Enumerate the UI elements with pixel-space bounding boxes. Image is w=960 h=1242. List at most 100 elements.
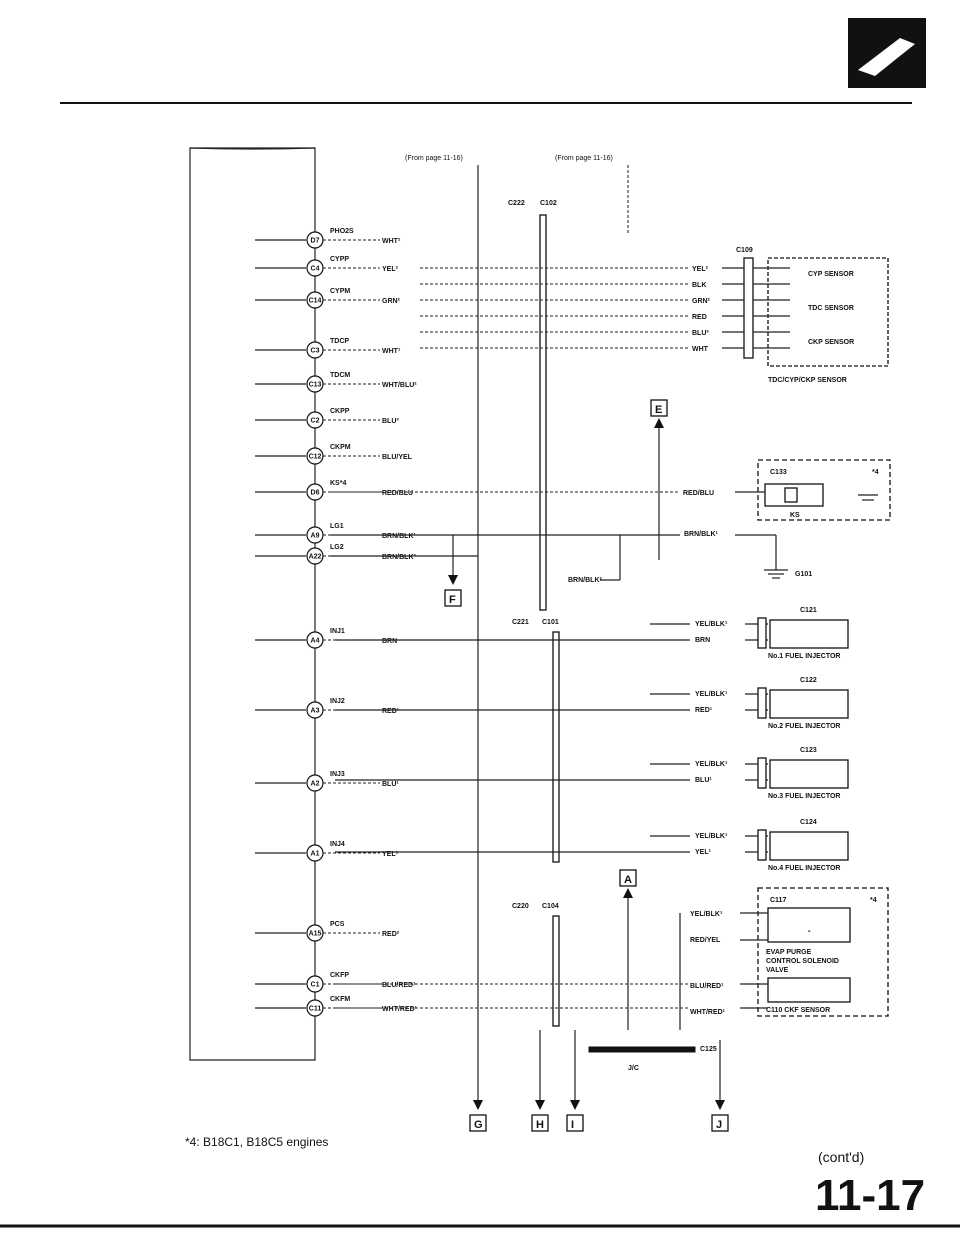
c220-label: C220 — [512, 903, 529, 910]
svg-text:I: I — [571, 1119, 574, 1131]
svg-text:No.3 FUEL INJECTOR: No.3 FUEL INJECTOR — [768, 793, 840, 800]
ks-label: KS — [790, 512, 800, 519]
svg-text:PCS: PCS — [330, 921, 345, 928]
tdc-wire-label: WHT — [692, 346, 709, 353]
page-ref-j: J — [711, 1100, 729, 1132]
svg-text:RED/BLU: RED/BLU — [382, 490, 413, 497]
contd: (cont'd) — [818, 1149, 864, 1165]
svg-text:H: H — [536, 1119, 544, 1131]
svg-text:E: E — [655, 404, 662, 416]
svg-text:YEL/BLK¹: YEL/BLK¹ — [695, 691, 728, 698]
svg-text:YEL/BLK¹: YEL/BLK¹ — [695, 833, 728, 840]
page-ref-f — [444, 589, 462, 607]
ecm-terminal-c3: C3 TDCP WHT¹ — [255, 338, 401, 359]
svg-text:J: J — [716, 1119, 722, 1131]
jc-label: J/C — [628, 1065, 639, 1072]
evap-label-2: CONTROL SOLENOID — [766, 958, 839, 965]
svg-text:CKFP: CKFP — [330, 972, 349, 979]
tdc-sensor-title: TDC/CYP/CKP SENSOR — [768, 377, 847, 384]
svg-text:A15: A15 — [309, 931, 322, 938]
ks-wire: RED/BLU — [683, 490, 714, 497]
c221-label: C221 — [512, 619, 529, 626]
ks-ground-wire: BRN/BLK¹ — [684, 531, 718, 538]
svg-text:YEL¹: YEL¹ — [695, 849, 712, 856]
c133-label: C133 — [770, 469, 787, 476]
svg-text:CKPM: CKPM — [330, 444, 351, 451]
svg-text:C14: C14 — [309, 298, 322, 305]
svg-text:CKFM: CKFM — [330, 996, 350, 1003]
svg-text:YEL/BLK¹: YEL/BLK¹ — [695, 761, 728, 768]
svg-text:BRN: BRN — [695, 637, 710, 644]
svg-text:C4: C4 — [311, 266, 320, 273]
svg-text:No.4 FUEL INJECTOR: No.4 FUEL INJECTOR — [768, 865, 840, 872]
cyp-sensor-label: CYP SENSOR — [808, 271, 854, 278]
svg-text:BLU/RED¹: BLU/RED¹ — [382, 982, 416, 989]
svg-text:WHT/RED¹: WHT/RED¹ — [382, 1006, 418, 1013]
svg-text:A3: A3 — [311, 708, 320, 715]
svg-text:No.1 FUEL INJECTOR: No.1 FUEL INJECTOR — [768, 653, 840, 660]
svg-text:No.2 FUEL INJECTOR: No.2 FUEL INJECTOR — [768, 723, 840, 730]
svg-text:BRN/BLK²: BRN/BLK² — [382, 554, 416, 561]
page-ref-i: I — [566, 1100, 584, 1132]
svg-text:PHO2S: PHO2S — [330, 228, 354, 235]
svg-text:C123: C123 — [800, 747, 817, 754]
tdc-wire-label: GRN² — [692, 298, 711, 305]
svg-text:C124: C124 — [800, 819, 817, 826]
evap-note: *4 — [870, 897, 877, 904]
c102-label: C102 — [540, 200, 557, 207]
svg-text:KS*4: KS*4 — [330, 480, 346, 487]
ckf-wire-bot: WHT/RED¹ — [690, 1009, 726, 1016]
svg-text:BLU/YEL: BLU/YEL — [382, 454, 413, 461]
svg-text:CYPM: CYPM — [330, 288, 350, 295]
c117-label: C117 — [770, 897, 786, 904]
svg-text:BLU¹: BLU¹ — [382, 781, 399, 788]
evap-wire-bot: RED/YEL — [690, 937, 721, 944]
ecm-outline — [189, 147, 316, 1061]
svg-text:LG1: LG1 — [330, 523, 344, 530]
tdc-sensor-label: TDC SENSOR — [808, 305, 854, 312]
page-ref-e — [650, 399, 668, 417]
ckf-label: C110 CKF SENSOR — [766, 1007, 830, 1014]
svg-text:BRN/BLK¹: BRN/BLK¹ — [382, 533, 416, 540]
ecm-terminal-c11: C11 CKFM WHT/RED¹ — [255, 996, 418, 1017]
svg-text:RED¹: RED¹ — [695, 707, 713, 714]
svg-text:C11: C11 — [309, 1006, 322, 1013]
ckp-sensor-label: CKP SENSOR — [808, 339, 854, 346]
svg-text:BLU¹: BLU¹ — [695, 777, 712, 784]
svg-text:LG2: LG2 — [330, 544, 344, 551]
c222-label: C222 — [508, 200, 525, 207]
evap-label-3: VALVE — [766, 967, 789, 974]
svg-text:TDCM: TDCM — [330, 372, 350, 379]
svg-text:YEL/BLK¹: YEL/BLK¹ — [695, 621, 728, 628]
page-number: 11-17 — [815, 1171, 925, 1220]
page-ref-a — [619, 869, 637, 887]
svg-text:WHT¹: WHT¹ — [382, 348, 401, 355]
from-page-left: (From page 11-16) — [405, 155, 463, 162]
svg-text:C3: C3 — [311, 348, 320, 355]
svg-text:CKPP: CKPP — [330, 408, 350, 415]
page-ref-h: H — [531, 1100, 549, 1132]
svg-text:C121: C121 — [800, 607, 817, 614]
ecm-terminal-c1: C1 CKFP BLU/RED¹ — [255, 972, 416, 993]
svg-text:A4: A4 — [311, 638, 320, 645]
page-ref-g: G — [469, 1100, 487, 1132]
svg-text:C13: C13 — [309, 382, 322, 389]
tdc-wire-label: BLK — [692, 282, 706, 289]
svg-text:C1: C1 — [311, 982, 320, 989]
svg-text:TDCP: TDCP — [330, 338, 349, 345]
ks-note: *4 — [872, 469, 879, 476]
svg-text:INJ3: INJ3 — [330, 771, 345, 778]
ecm-terminals: D7PHO2SWHT²C4CYPPYEL²C14CYPMGRN²C3TDCPWH… — [255, 228, 418, 1017]
